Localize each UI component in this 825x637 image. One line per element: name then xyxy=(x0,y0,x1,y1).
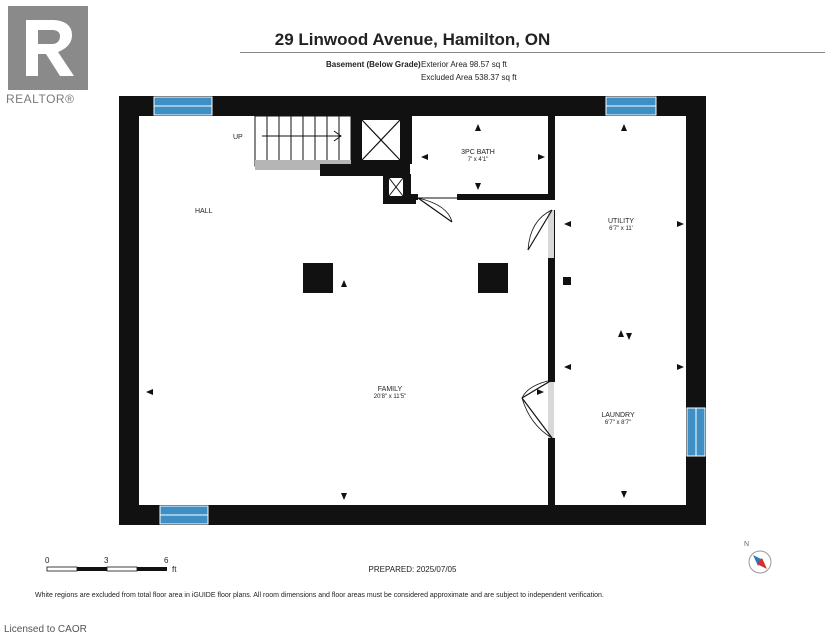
bath-label: 3PC BATH xyxy=(461,149,495,156)
dimension-markers xyxy=(146,124,684,500)
small-shaft xyxy=(383,174,411,204)
family-dimensions: 20'8" x 11'5" xyxy=(373,394,407,400)
stairs xyxy=(254,115,352,170)
scale-tick-3: 3 xyxy=(104,556,109,565)
hall-label: HALL xyxy=(195,208,213,215)
column-left xyxy=(303,263,333,293)
windows xyxy=(153,96,706,525)
scale-tick-0: 0 xyxy=(45,556,50,565)
scale-bar xyxy=(46,566,167,572)
laundry-label: LAUNDRY xyxy=(601,412,635,419)
laundry-dimensions: 6'7" x 8'7" xyxy=(604,420,632,426)
bath-dimensions: 7' x 4'1" xyxy=(467,157,489,163)
realtor-logo-icon xyxy=(8,6,88,90)
prepared-date: PREPARED: 2025/07/05 xyxy=(368,565,457,574)
compass-icon xyxy=(748,550,772,574)
realtor-wordmark: REALTOR® xyxy=(6,92,75,106)
disclaimer: White regions are excluded from total fl… xyxy=(35,592,604,599)
compass-north-label: N xyxy=(744,541,750,548)
scale-unit: ft xyxy=(172,565,177,574)
outer-walls xyxy=(119,96,706,525)
family-label: FAMILY xyxy=(377,386,403,393)
excluded-area: Excluded Area 538.37 sq ft xyxy=(421,73,517,82)
column-right xyxy=(478,263,508,293)
page-title: 29 Linwood Avenue, Hamilton, ON xyxy=(274,30,551,49)
utility-dimensions: 6'7" x 11' xyxy=(609,226,633,232)
exterior-area: Exterior Area 98.57 sq ft xyxy=(421,60,507,69)
title-divider xyxy=(240,52,825,53)
stairs-up-label: UP xyxy=(233,134,243,141)
license-watermark: Licensed to CAOR xyxy=(4,624,87,635)
utility-label: UTILITY xyxy=(607,218,635,225)
post xyxy=(563,277,571,285)
scale-tick-6: 6 xyxy=(164,556,169,565)
level-label: Basement (Below Grade) xyxy=(326,60,421,69)
chimney xyxy=(357,116,405,164)
